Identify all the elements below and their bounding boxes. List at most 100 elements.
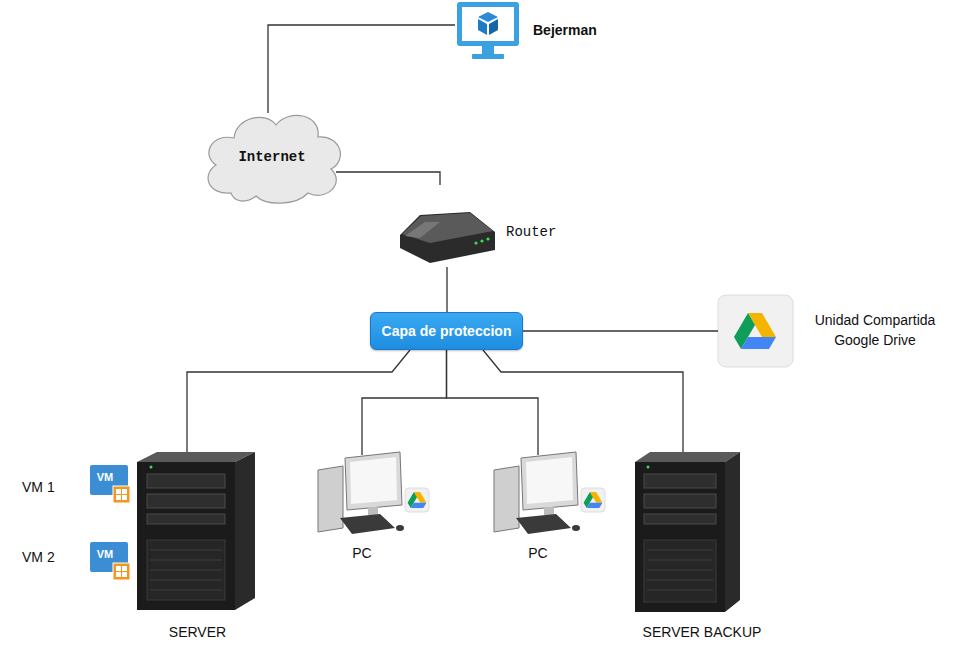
pc-screen: [350, 457, 397, 504]
windows-pane: [122, 489, 127, 494]
router-led: [486, 237, 489, 240]
drive-icon: [718, 295, 793, 367]
drive-badge: [581, 488, 605, 512]
drive-logo: [584, 492, 603, 508]
network-link: [362, 350, 447, 455]
network-link: [336, 172, 440, 185]
vm-node: VM 2 VM: [18, 539, 130, 575]
monitor-icon: [457, 2, 519, 59]
node-label: PC: [302, 543, 422, 563]
windows-pane: [116, 572, 121, 577]
router-led: [480, 239, 483, 242]
vm-icon: [90, 465, 130, 503]
icon-label: VM: [90, 470, 120, 484]
server-node: SERVER BACKUP: [627, 452, 777, 644]
node-label: Unidad Compartida Google Drive: [800, 310, 950, 350]
pc-monitor: [521, 452, 578, 510]
pc-keyboard: [516, 514, 571, 534]
server-tower: [137, 452, 255, 610]
cube-left: [478, 19, 487, 35]
windows-pane: [122, 572, 127, 577]
node-label: Bejerman: [533, 20, 613, 40]
network-link: [268, 25, 455, 113]
network-link: [523, 330, 718, 331]
pc-stand: [544, 507, 554, 515]
network-link: [446, 267, 447, 312]
tower-front: [137, 462, 235, 610]
router-node: Router: [396, 185, 571, 267]
drive-logo: [734, 313, 776, 349]
pc-stand: [368, 507, 378, 515]
vent-lines: [647, 550, 713, 590]
pc-node: PC: [302, 455, 422, 563]
windows-pane: [122, 495, 127, 500]
server-node: SERVER: [130, 452, 265, 644]
pc-mouse: [572, 525, 580, 531]
pc-icon: [494, 452, 605, 534]
windows-badge: [113, 486, 130, 503]
pc-node: PC: [478, 455, 598, 563]
network-link: [187, 350, 410, 452]
node-label: VM 2: [22, 547, 72, 567]
tower-vent: [644, 540, 716, 602]
server-tower: [635, 452, 740, 612]
drive-bay: [147, 514, 225, 524]
cloud-node: Internet: [196, 105, 348, 208]
drive-bay: [644, 494, 716, 508]
network-link: [483, 350, 683, 452]
vent-lines: [150, 550, 222, 590]
pc-mouse: [396, 525, 404, 531]
vm-square: [90, 542, 128, 572]
router-led: [474, 241, 477, 244]
node-label: Capa de proteccion: [371, 321, 522, 341]
windows-pane: [122, 566, 127, 571]
vm-icon: [90, 542, 130, 580]
vm-node: VM 1 VM: [18, 462, 130, 498]
windows-pane: [116, 495, 121, 500]
power-led: [647, 466, 650, 469]
monitor-frame: [457, 2, 519, 46]
cube-top: [478, 12, 498, 22]
router-icon: [400, 212, 495, 263]
cube-right: [489, 19, 498, 35]
windows-pane: [116, 489, 121, 494]
drive-logo: [408, 492, 427, 508]
monitor-stand: [482, 46, 494, 54]
tower-top: [635, 452, 740, 462]
pc-monitor: [345, 452, 402, 510]
node-label: Internet: [196, 147, 348, 167]
node-label: SERVER: [130, 622, 265, 642]
drive-bay: [644, 474, 716, 488]
tower-top: [137, 452, 255, 462]
drive-bay: [147, 494, 225, 508]
tower-front: [635, 462, 725, 612]
pc-keyboard: [340, 514, 395, 534]
tower-vent: [147, 540, 225, 600]
process-box: Capa de proteccion: [370, 312, 523, 350]
drive-bay: [644, 514, 716, 524]
pc-tower: [494, 466, 519, 532]
vm-square: [90, 465, 128, 495]
router-body: [400, 212, 495, 263]
drive-tile: [718, 295, 793, 367]
app-node: Bejerman: [453, 0, 613, 64]
tower-side: [235, 452, 255, 610]
monitor-screen: [462, 7, 514, 41]
network-link: [447, 350, 539, 455]
windows-pane: [116, 566, 121, 571]
pc-screen: [526, 457, 573, 504]
tower-side: [725, 452, 740, 612]
drive-bay: [147, 474, 225, 488]
windows-badge: [113, 563, 130, 580]
node-label: SERVER BACKUP: [627, 622, 777, 642]
pc-tower: [318, 466, 343, 532]
drive-badge: [405, 488, 429, 512]
node-label: Router: [506, 222, 571, 242]
pc-icon: [318, 452, 429, 534]
router-top-highlight: [405, 222, 440, 238]
icon-label: VM: [90, 547, 120, 561]
node-label: VM 1: [22, 477, 72, 497]
monitor-base: [472, 54, 504, 59]
power-led: [150, 466, 153, 469]
node-label: PC: [478, 543, 598, 563]
